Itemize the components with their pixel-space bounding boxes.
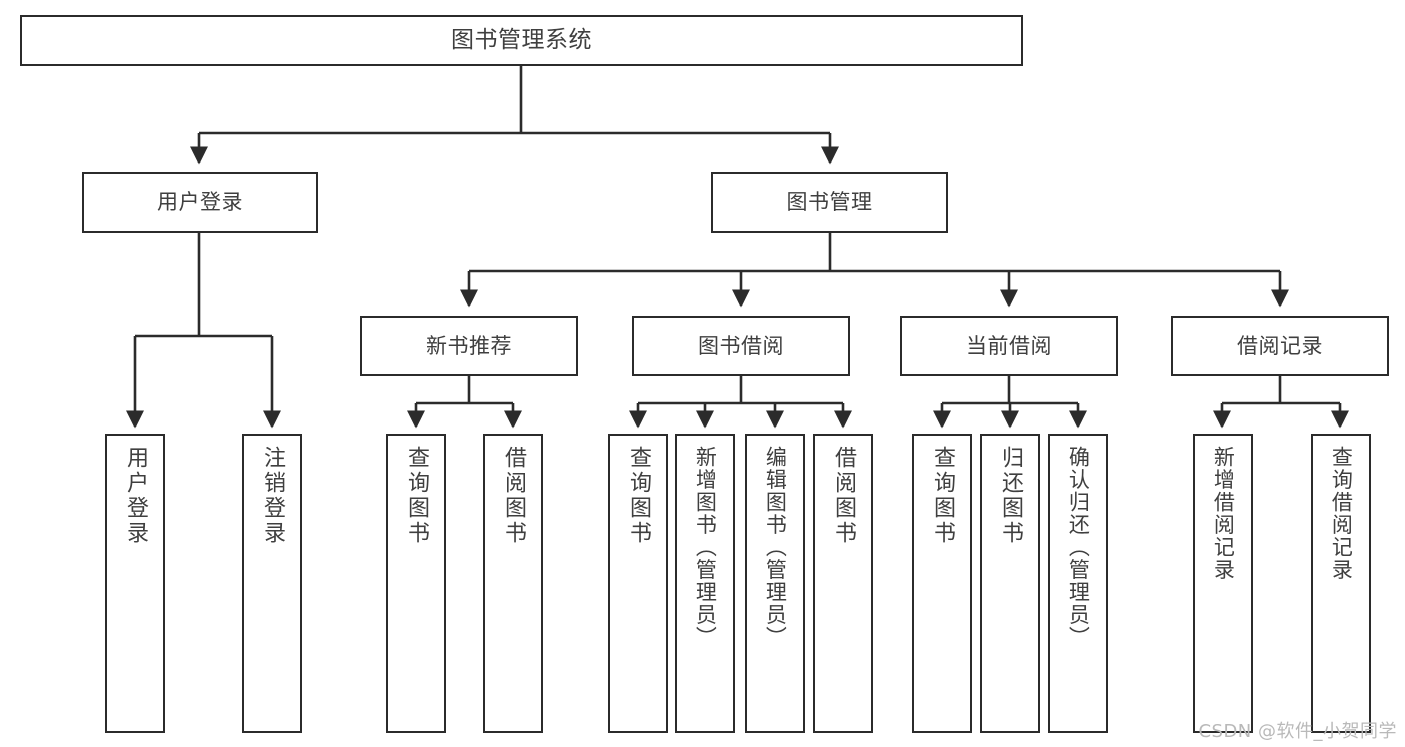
leaf-record-query-record-label: 查询借阅记录: [1329, 446, 1354, 581]
leaf-recommend-borrow-book-label: 借阅图书: [500, 446, 526, 546]
leaf-current-query-book-label: 查询图书: [929, 446, 955, 546]
leaf-current-return-book-label: 归还图书: [997, 446, 1023, 546]
leaf-user-login-logout-label: 注销登录: [259, 446, 285, 546]
leaf-borrow-borrow-book[interactable]: 借阅图书: [813, 434, 873, 733]
node-book-borrow[interactable]: 图书借阅: [632, 316, 850, 376]
leaf-borrow-query-book[interactable]: 查询图书: [608, 434, 668, 733]
leaf-borrow-add-book[interactable]: 新增图书（管理员）: [675, 434, 735, 733]
node-book-management-label: 图书管理: [786, 190, 873, 215]
leaf-borrow-add-book-label: 新增图书（管理员）: [693, 446, 718, 649]
leaf-record-query-record[interactable]: 查询借阅记录: [1311, 434, 1371, 733]
node-new-book-recommend[interactable]: 新书推荐: [360, 316, 578, 376]
node-current-borrow-label: 当前借阅: [966, 333, 1052, 358]
leaf-user-login-login-label: 用户登录: [122, 446, 148, 546]
node-user-login[interactable]: 用户登录: [82, 172, 318, 233]
leaf-borrow-borrow-book-label: 借阅图书: [830, 446, 856, 546]
node-current-borrow[interactable]: 当前借阅: [900, 316, 1118, 376]
leaf-current-confirm-return[interactable]: 确认归还（管理员）: [1048, 434, 1108, 733]
node-borrow-record[interactable]: 借阅记录: [1171, 316, 1389, 376]
node-book-management[interactable]: 图书管理: [711, 172, 948, 233]
watermark: CSDN @软件_小贺同学: [1198, 721, 1397, 742]
leaf-record-add-record[interactable]: 新增借阅记录: [1193, 434, 1253, 733]
node-new-book-recommend-label: 新书推荐: [426, 333, 512, 358]
node-book-borrow-label: 图书借阅: [698, 333, 784, 358]
leaf-recommend-query-book-label: 查询图书: [403, 446, 429, 546]
leaf-borrow-edit-book[interactable]: 编辑图书（管理员）: [745, 434, 805, 733]
node-root[interactable]: 图书管理系统: [20, 15, 1023, 66]
leaf-current-confirm-return-label: 确认归还（管理员）: [1066, 446, 1091, 649]
node-user-login-label: 用户登录: [157, 190, 243, 215]
leaf-borrow-query-book-label: 查询图书: [625, 446, 651, 546]
leaf-user-login-logout[interactable]: 注销登录: [242, 434, 302, 733]
leaf-borrow-edit-book-label: 编辑图书（管理员）: [763, 446, 788, 649]
leaf-recommend-query-book[interactable]: 查询图书: [386, 434, 446, 733]
leaf-current-return-book[interactable]: 归还图书: [980, 434, 1040, 733]
node-root-label: 图书管理系统: [451, 27, 592, 54]
leaf-record-add-record-label: 新增借阅记录: [1211, 446, 1236, 581]
leaf-recommend-borrow-book[interactable]: 借阅图书: [483, 434, 543, 733]
leaf-current-query-book[interactable]: 查询图书: [912, 434, 972, 733]
node-borrow-record-label: 借阅记录: [1237, 333, 1323, 358]
leaf-user-login-login[interactable]: 用户登录: [105, 434, 165, 733]
